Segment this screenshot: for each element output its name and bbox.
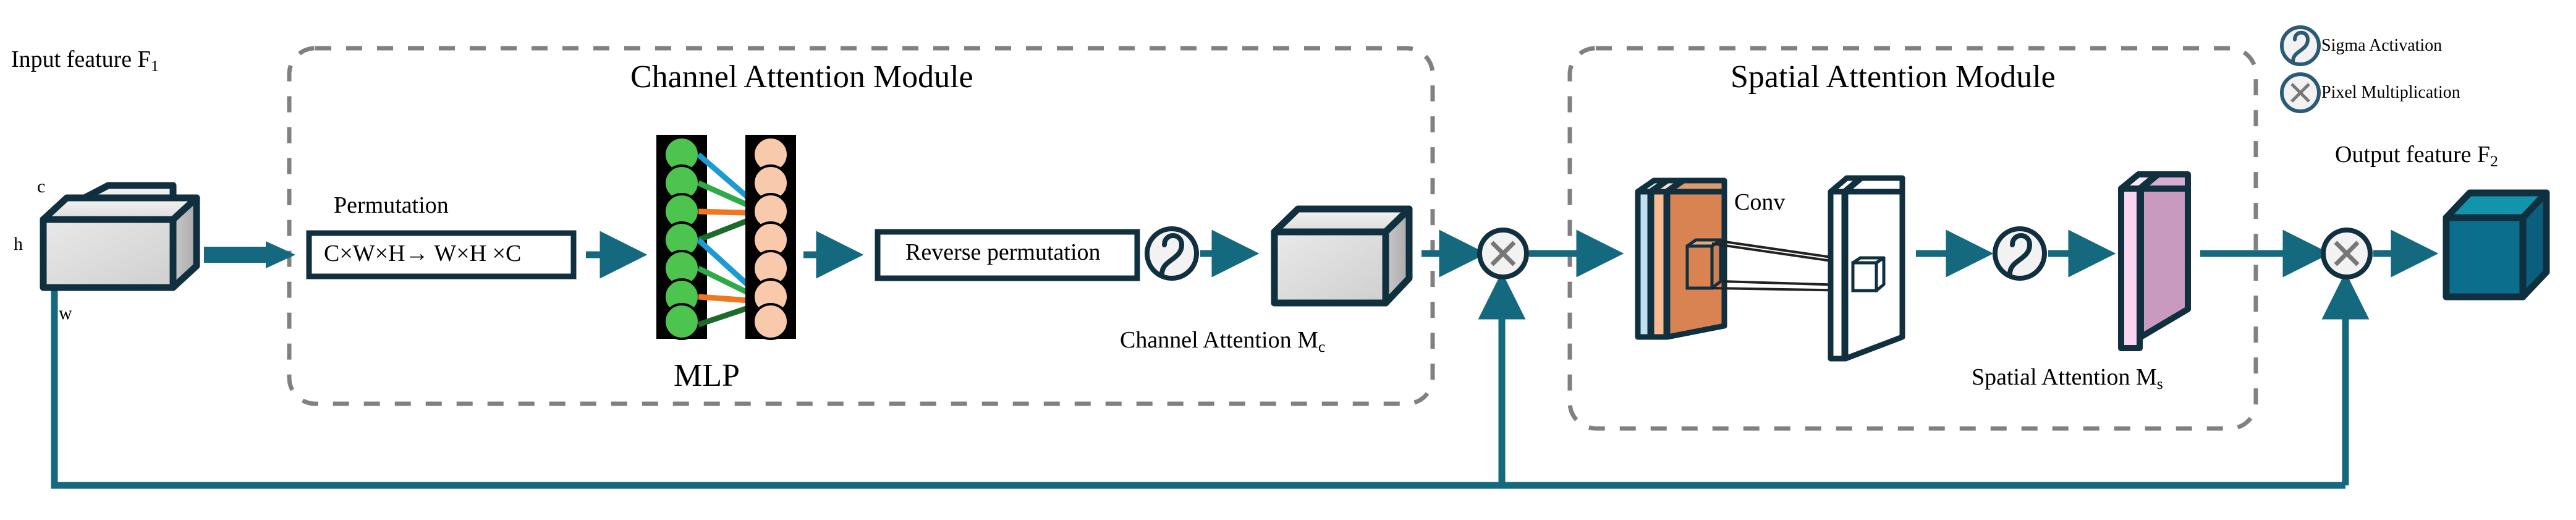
- legend-multiply-icon: [2280, 72, 2321, 113]
- output-feature-cube: [2443, 189, 2550, 300]
- input-dim-h-label: h: [14, 234, 23, 254]
- spatial-module-title: Spatial Attention Module: [1731, 59, 2056, 95]
- legend-label-multiply: Pixel Multiplication: [2321, 83, 2460, 102]
- legend-sigma-icon: [2280, 25, 2321, 66]
- permutation-label: Permutation: [334, 192, 449, 218]
- pixel-multiplication-icon-2: [2321, 228, 2373, 279]
- reverse-permutation-text: Reverse permutation: [905, 239, 1101, 265]
- permutation-box-text: C×W×H→ W×H ×C: [324, 241, 522, 266]
- input-feature-caption: Input feature F1: [11, 46, 159, 75]
- input-dim-c-label: c: [37, 176, 46, 197]
- conv-label: Conv: [1734, 189, 1786, 215]
- spatial-attention-slab: [2118, 171, 2191, 351]
- spatial-module-boundary: [1567, 46, 2258, 431]
- input-dim-w-label: w: [59, 303, 72, 323]
- input-arrow: [204, 241, 295, 268]
- permutation-box: [306, 230, 577, 279]
- spatial-input-feature-maps: [1635, 177, 1727, 340]
- sigma-activation-icon-spatial: [1993, 226, 2047, 281]
- channel-module-boundary: [287, 46, 1435, 406]
- legend-label-sigma: Sigma Activation: [2321, 36, 2443, 55]
- channel-attention-output-label: Channel Attention Mc: [1120, 327, 1326, 356]
- mlp-right-layer: [745, 135, 796, 340]
- channel-attention-cube: [1271, 205, 1413, 307]
- output-feature-caption: Output feature F2: [2335, 142, 2499, 171]
- reverse-permutation-box: [875, 229, 1140, 281]
- sigma-activation-icon-channel: [1145, 226, 1199, 281]
- spatial-conv-output-map: [1828, 175, 1905, 362]
- spatial-attention-output-label: Spatial Attention Ms: [1972, 364, 2163, 393]
- input-feature-cube: [40, 182, 200, 291]
- mlp-label: MLP: [674, 358, 740, 393]
- channel-module-title: Channel Attention Module: [630, 59, 973, 95]
- pixel-multiplication-icon-1: [1477, 228, 1529, 279]
- skip-connection-path: [51, 266, 2370, 489]
- mlp-left-layer: [656, 135, 707, 340]
